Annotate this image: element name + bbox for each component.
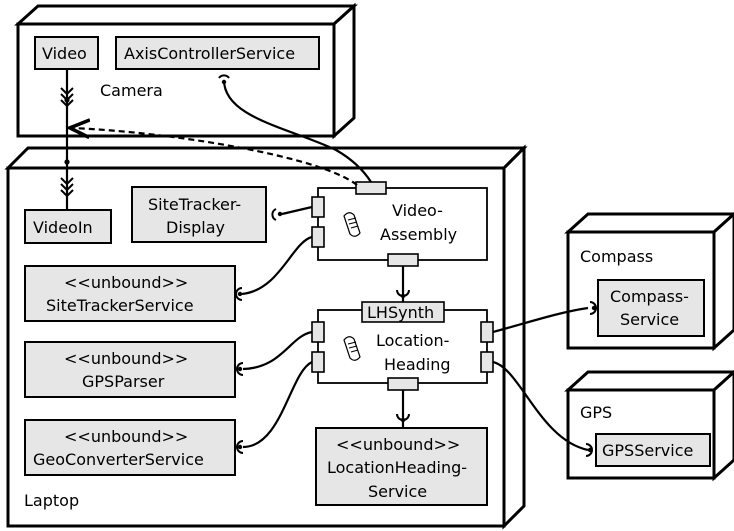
location-heading-port-right-1[interactable] [480,321,494,343]
dependency-arrow [72,128,358,186]
gpsparser-stereotype: <<unbound>> [64,349,188,368]
axis-controller-artifact[interactable]: AxisControllerService [115,36,320,70]
component-icon [343,212,361,237]
sitetracker-service-stereotype: <<unbound>> [64,273,188,292]
sitetracker-service-connector [235,235,313,301]
compass-service-artifact[interactable]: Compass- Service [597,279,705,337]
video-assembly-port-left-2[interactable] [311,226,325,248]
location-heading-port-left-2[interactable] [311,351,325,373]
video-assembly-component[interactable]: Video- Assembly [317,187,488,261]
lhsynth-port[interactable]: LHSynth [361,301,445,323]
video-assembly-line1: Video- [392,201,443,220]
videoin-artifact[interactable]: VideoIn [24,209,112,244]
camera-label: Camera [100,81,163,100]
video-assembly-port-left-1[interactable] [311,196,325,218]
sitetracker-service-name: SiteTrackerService [46,296,194,315]
location-heading-line2: Heading [384,355,451,374]
location-heading-port-left-1[interactable] [311,321,325,343]
axis-controller-label: AxisControllerService [124,44,295,63]
gpsparser-connector [236,330,313,376]
sitetracker-display-connector [271,205,313,221]
sitetracker-display-artifact[interactable]: SiteTracker- Display [131,186,267,243]
video-assembly-port-top[interactable] [355,181,387,195]
video-artifact[interactable]: Video [34,36,99,70]
location-heading-service-artifact[interactable]: <<unbound>> LocationHeading- Service [315,427,488,506]
video-assembly-port-bottom[interactable] [387,253,419,267]
video-label: Video [42,44,87,63]
camera-node: Camera [14,2,358,140]
lhsynth-label: LHSynth [367,303,434,322]
sitetracker-service-artifact[interactable]: <<unbound>> SiteTrackerService [24,265,236,322]
compass-service-line1: Compass- [610,287,689,306]
assembly-lhsynth-connector [396,266,410,302]
lhservice-name-line2: Service [368,482,427,501]
location-heading-port-bottom[interactable] [387,377,419,391]
compass-connector [492,301,597,334]
videoin-label: VideoIn [33,218,93,237]
geoconverter-connector [236,360,313,454]
sitetracker-display-line1: SiteTracker- [148,195,241,214]
gps-service-label: GPSService [602,441,693,460]
video-flow-connector [60,69,74,210]
video-assembly-line2: Assembly [380,225,457,244]
compass-label: Compass [580,247,653,266]
component-icon [343,336,361,361]
gps-service-artifact[interactable]: GPSService [595,433,711,467]
lhservice-name-line1: LocationHeading- [327,458,467,477]
gps-label: GPS [580,403,612,422]
geoconverter-stereotype: <<unbound>> [64,427,188,446]
gpsparser-name: GPSParser [82,372,165,391]
lhservice-stereotype: <<unbound>> [336,435,460,454]
axis-controller-connector [218,74,372,183]
geoconverter-name: GeoConverterService [33,450,204,469]
gpsparser-artifact[interactable]: <<unbound>> GPSParser [24,341,236,398]
lhservice-connector [396,390,410,428]
gps-connector [492,360,593,457]
compass-service-line2: Service [620,310,679,329]
location-heading-port-right-2[interactable] [480,351,494,373]
geoconverter-service-artifact[interactable]: <<unbound>> GeoConverterService [24,419,236,476]
sitetracker-display-line2: Display [166,218,225,237]
laptop-label: Laptop [24,491,79,510]
location-heading-line1: Location- [376,331,449,350]
